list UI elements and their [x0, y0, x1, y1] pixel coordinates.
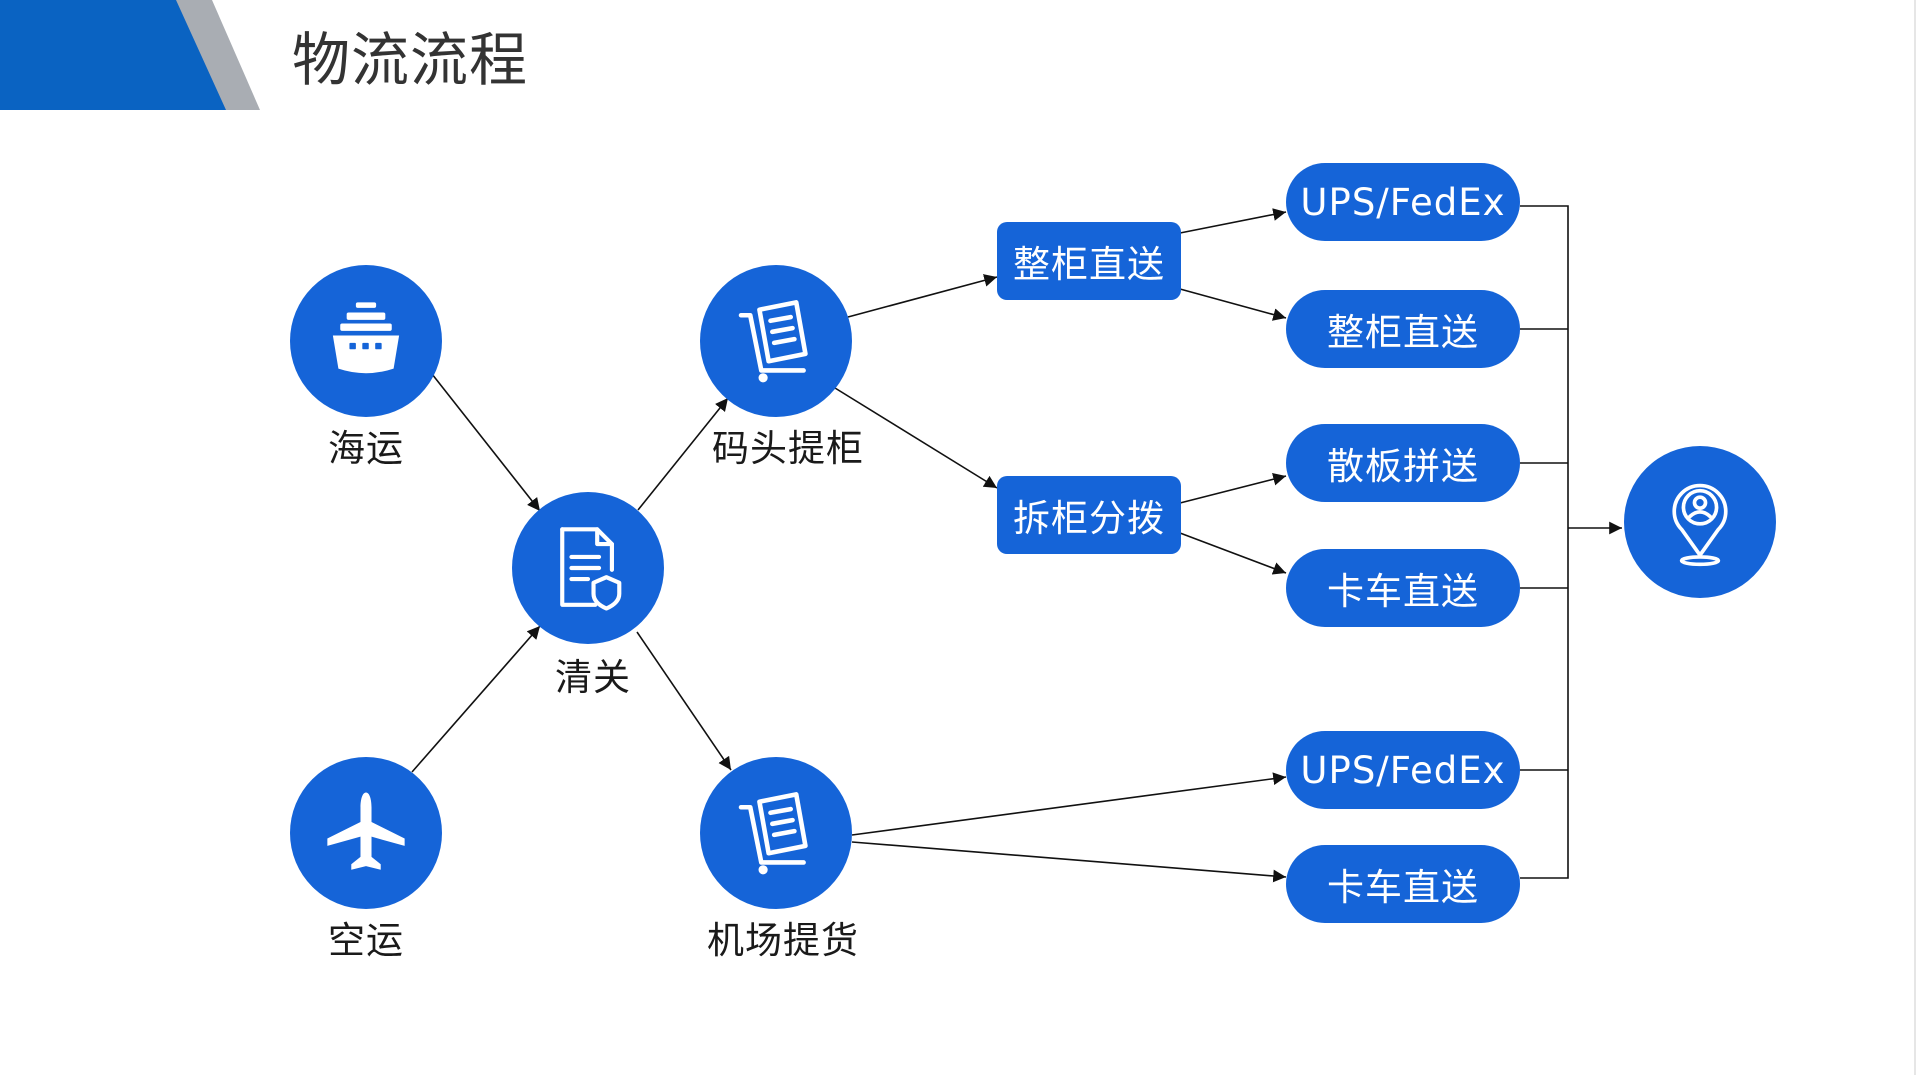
edge-full-direct [1179, 288, 1287, 321]
delivery-ups-fedex-sea: UPS/FedEx [1286, 163, 1520, 241]
cart-document-icon [738, 792, 808, 875]
port-pickup-node [700, 265, 852, 417]
delivery-truck-sea: 卡车直送 [1286, 549, 1520, 627]
customs-document-icon [560, 527, 622, 611]
devanning-box: 拆柜分拨 [997, 476, 1181, 554]
edge-devan-truck [1179, 532, 1287, 575]
port-pickup-label: 码头提柜 [712, 427, 864, 470]
ship-icon [332, 302, 400, 374]
airport-pickup-label: 机场提货 [707, 919, 859, 962]
cart-document-icon [738, 300, 808, 383]
air-label: 空运 [328, 919, 404, 962]
location-person-icon [1672, 483, 1728, 567]
header-banner [0, 0, 260, 110]
edge-customs-airport [636, 631, 732, 771]
sea-label: 海运 [328, 427, 404, 470]
edge-port-devan [834, 387, 998, 489]
edge-full-ups [1179, 208, 1287, 234]
edge-devan-pallet [1179, 472, 1287, 504]
air-node [290, 757, 442, 909]
delivery-truck-air: 卡车直送 [1286, 845, 1520, 923]
sea-node [290, 265, 442, 417]
delivery-ups-fedex-air: UPS/FedEx [1286, 731, 1520, 809]
airport-pickup-node [700, 757, 852, 909]
edge-air-customs [411, 625, 541, 773]
edge-sea-customs [431, 373, 541, 512]
edge-port-full [847, 274, 998, 318]
edge-customs-port [637, 397, 729, 511]
delivery-full-direct: 整柜直送 [1286, 290, 1520, 368]
customs-node [512, 492, 664, 644]
slide-edge [1914, 0, 1916, 1075]
header-accent-block [0, 0, 226, 110]
full-container-box: 整柜直送 [997, 222, 1181, 300]
destination-node [1624, 446, 1776, 598]
customs-label: 清关 [555, 656, 631, 699]
delivery-pallet: 散板拼送 [1286, 424, 1520, 502]
edge-airport-truck [851, 841, 1287, 883]
bus-connector [1520, 205, 1569, 879]
edge-airport-ups [851, 772, 1287, 836]
airplane-icon [327, 792, 405, 870]
page-title: 物流流程 [292, 26, 529, 94]
header-stripe [170, 0, 260, 110]
